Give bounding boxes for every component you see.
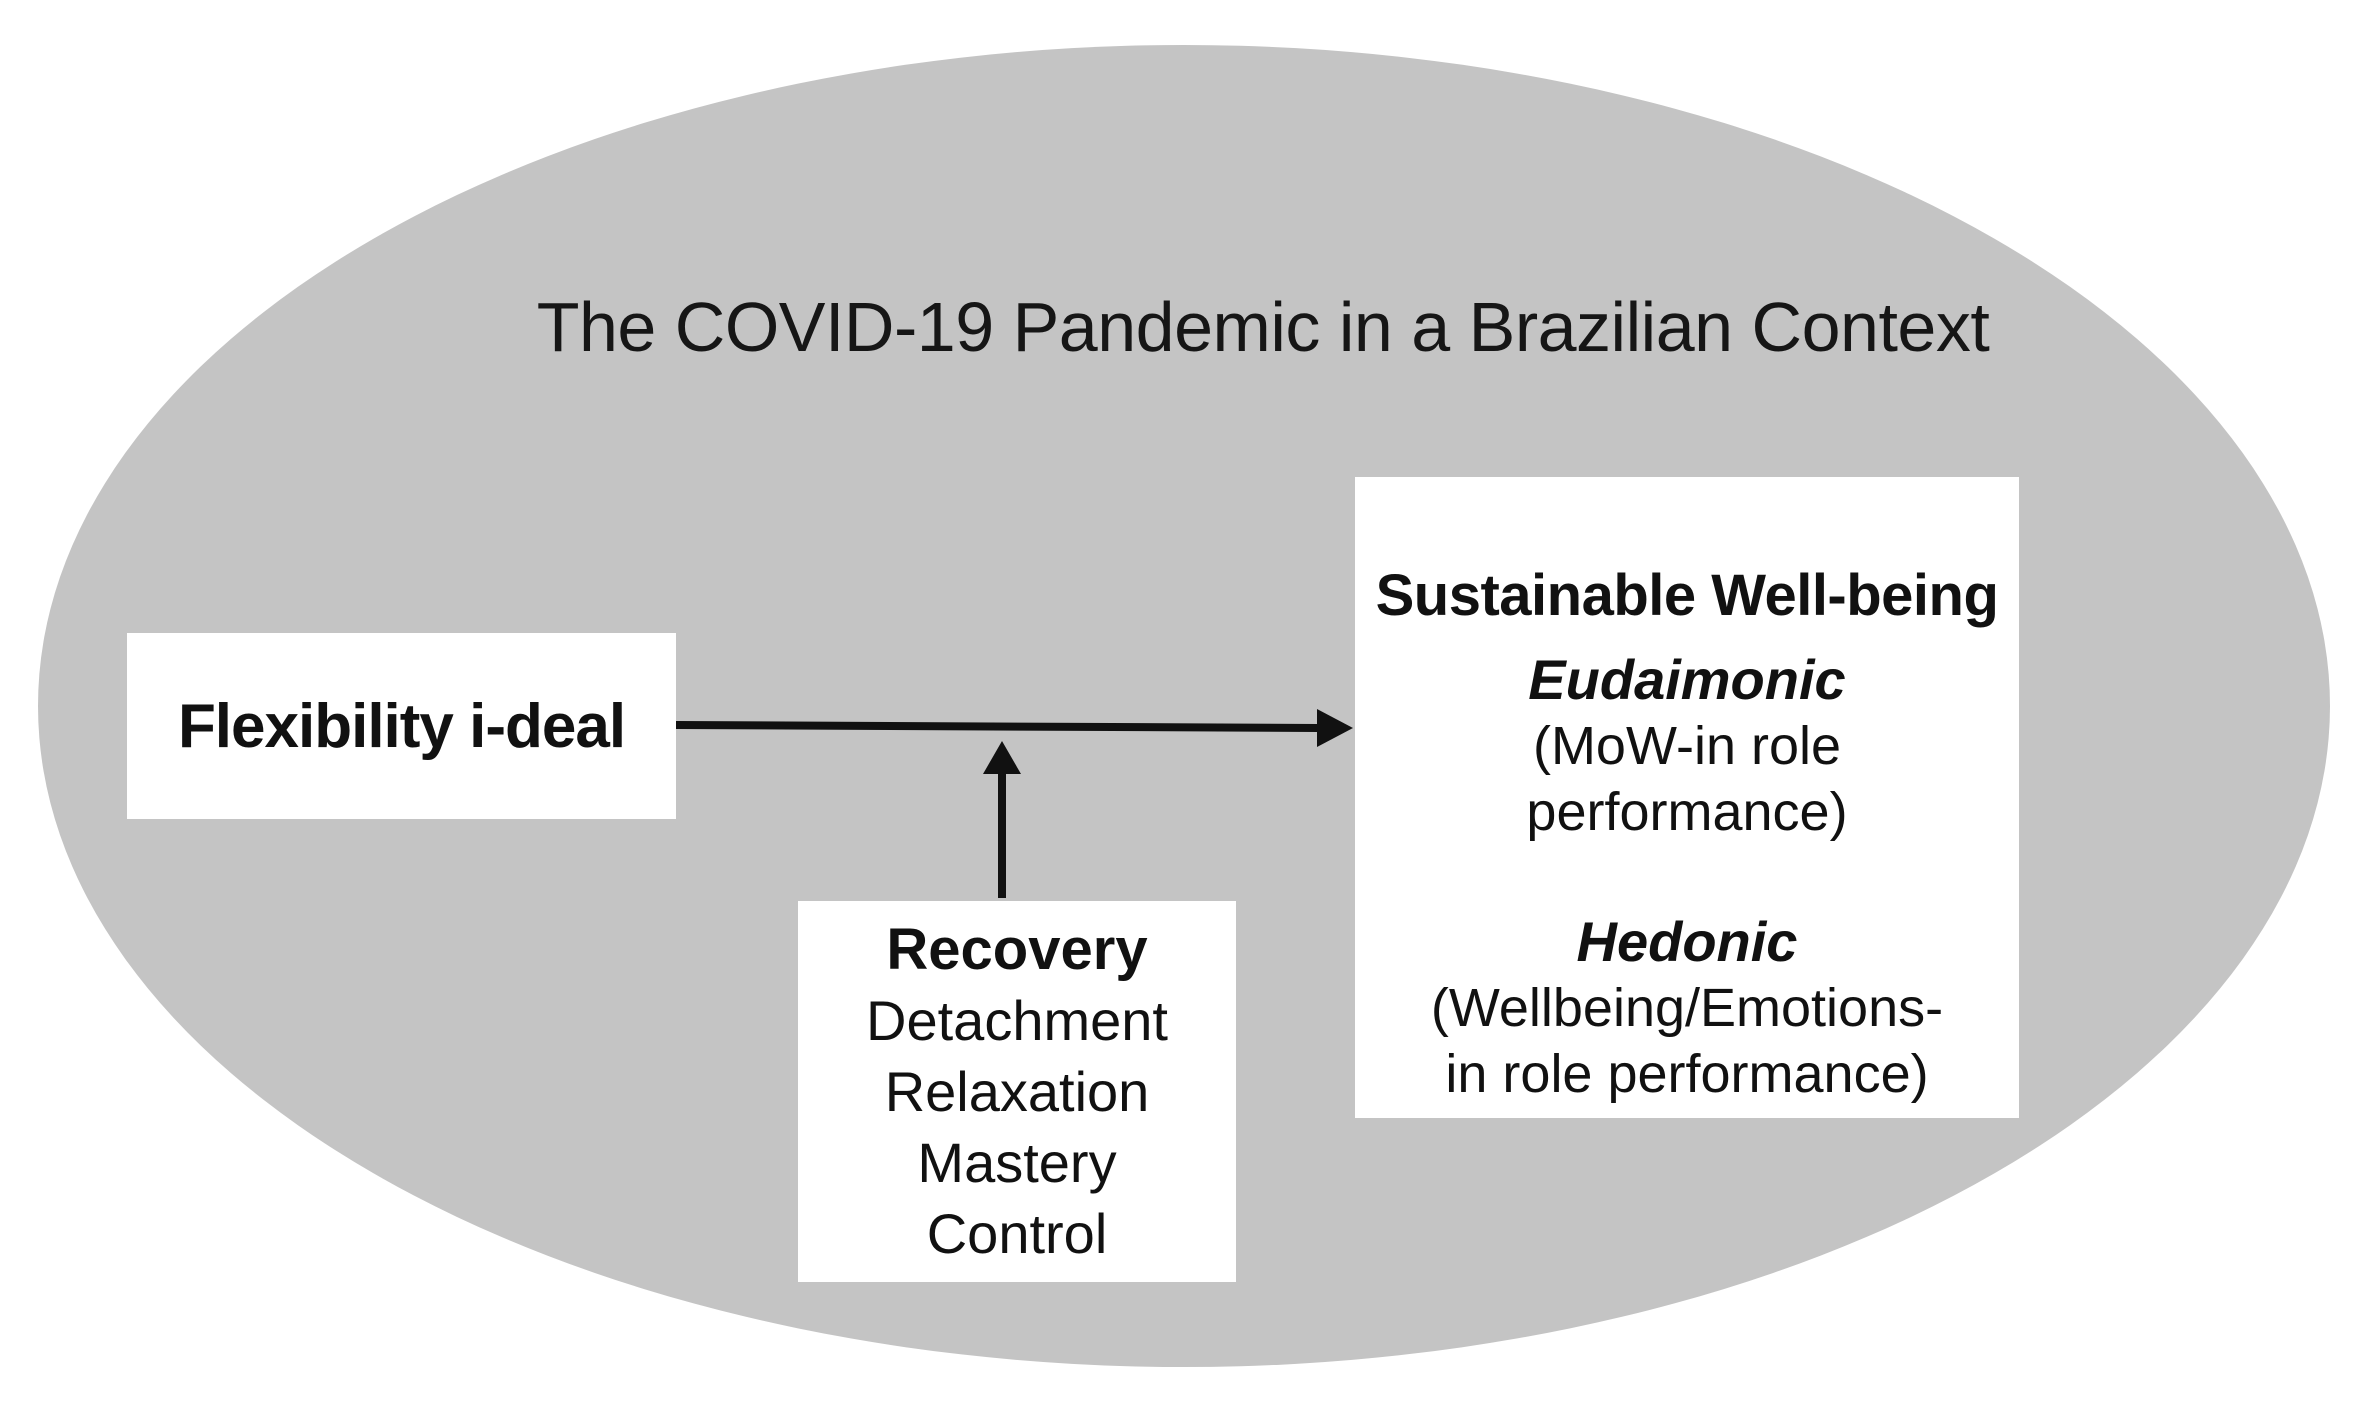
node-recovery: Recovery Detachment Relaxation Mastery C… (798, 901, 1236, 1282)
flexibility-ideal-label: Flexibility i-deal (177, 691, 626, 761)
recovery-item-mastery: Mastery (917, 1131, 1117, 1194)
eudaimonic-detail-line-1: (MoW-in role (1532, 716, 1842, 776)
eudaimonic-detail-line-2: performance) (1526, 782, 1848, 842)
direct-effect-arrowhead-icon (1317, 709, 1353, 747)
recovery-item-relaxation: Relaxation (884, 1060, 1150, 1123)
moderation-arrowhead-icon (983, 741, 1021, 774)
context-ellipse-label: The COVID-19 Pandemic in a Brazilian Con… (536, 288, 1990, 366)
node-sustainable-wellbeing: Sustainable Well-being Eudaimonic (MoW-i… (1355, 477, 2019, 1118)
direct-effect-arrow-shaft (675, 721, 1319, 732)
node-flexibility-ideal: Flexibility i-deal (127, 633, 676, 819)
eudaimonic-heading: Eudaimonic (1528, 648, 1846, 711)
recovery-item-detachment: Detachment (866, 989, 1168, 1052)
recovery-item-control: Control (926, 1202, 1108, 1265)
direct-effect-arrow (675, 709, 1353, 747)
sustainable-wellbeing-title: Sustainable Well-being (1375, 563, 1999, 628)
hedonic-detail-line-1: (Wellbeing/Emotions- (1430, 978, 1944, 1038)
moderation-arrow (983, 741, 1021, 898)
recovery-title: Recovery (886, 917, 1148, 982)
hedonic-heading: Hedonic (1576, 910, 1798, 973)
hedonic-detail-line-2: in role performance) (1445, 1044, 1929, 1104)
